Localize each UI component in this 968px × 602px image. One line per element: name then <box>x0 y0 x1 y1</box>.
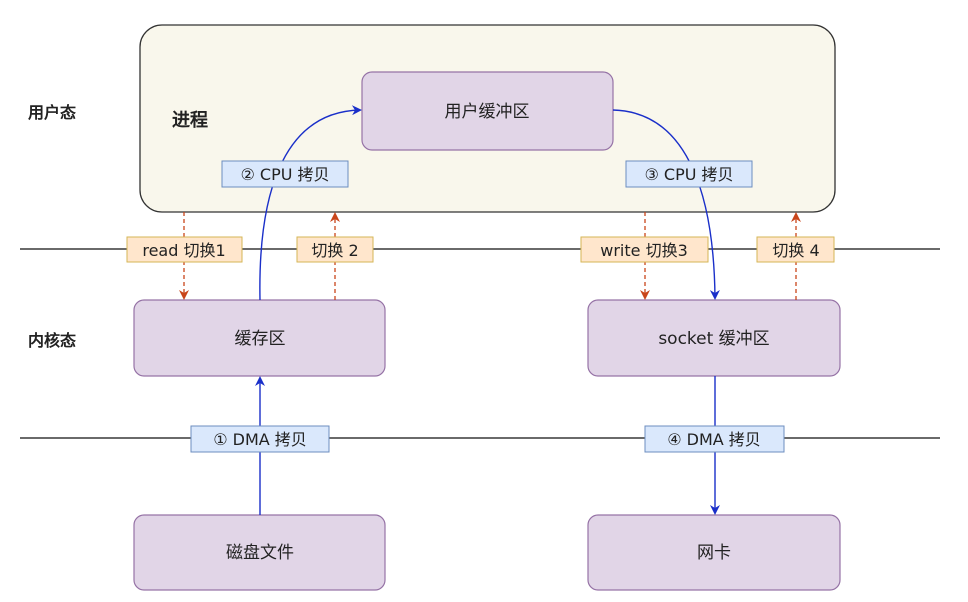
switch-label-3: write 切换3 <box>580 236 709 263</box>
svg-text:read 切换1: read 切换1 <box>142 241 225 260</box>
socket-buffer-box <box>587 299 841 377</box>
svg-text:切换 2: 切换 2 <box>311 241 358 260</box>
svg-text:④ DMA 拷贝: ④ DMA 拷贝 <box>667 430 761 449</box>
user-buffer-box <box>361 71 614 151</box>
cpu-copy-label-3: ③ CPU 拷贝 <box>625 160 753 188</box>
nic-box <box>587 514 841 591</box>
zone-user-label: 用户态 <box>28 103 76 122</box>
user-buffer-label: 用户缓冲区 <box>445 102 530 122</box>
page-cache-label: 缓存区 <box>235 329 286 349</box>
svg-text:② CPU 拷贝: ② CPU 拷贝 <box>240 165 329 184</box>
switch-label-1: read 切换1 <box>126 236 243 263</box>
socket-buffer-label: socket 缓冲区 <box>658 329 769 349</box>
dma-copy-label-4: ④ DMA 拷贝 <box>644 425 785 453</box>
dma-copy-label-1: ① DMA 拷贝 <box>190 425 330 453</box>
switch-label-4: 切换 4 <box>756 236 835 263</box>
disk-file-label: 磁盘文件 <box>226 543 294 563</box>
nic-label: 网卡 <box>697 543 731 563</box>
svg-text:write 切换3: write 切换3 <box>600 241 688 260</box>
svg-text:③ CPU 拷贝: ③ CPU 拷贝 <box>644 165 733 184</box>
cpu-copy-label-2: ② CPU 拷贝 <box>221 160 349 188</box>
process-label: 进程 <box>172 110 208 131</box>
svg-text:切换 4: 切换 4 <box>772 241 819 260</box>
svg-text:① DMA 拷贝: ① DMA 拷贝 <box>213 430 307 449</box>
switch-label-2: 切换 2 <box>296 236 374 263</box>
zone-kernel-label: 内核态 <box>28 331 76 350</box>
